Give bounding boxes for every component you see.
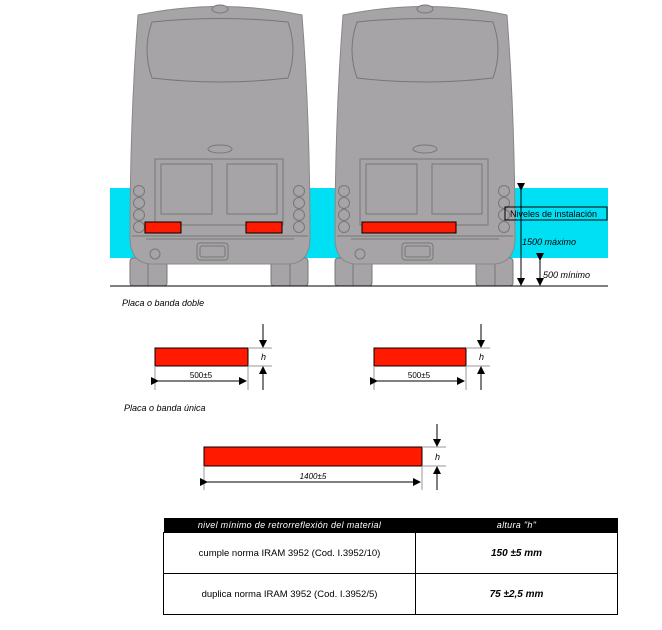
table-cell: 75 ±2,5 mm: [415, 573, 618, 615]
double-plate-left: 500±5 h: [151, 324, 272, 390]
rear-plate-left: [144, 221, 182, 234]
table-cell: cumple norma IRAM 3952 (Cod. I.3952/10): [163, 532, 416, 574]
bus-single-plate: [334, 4, 516, 287]
table-header: altura "h": [415, 518, 618, 533]
table-cell: 150 ±5 mm: [415, 532, 618, 574]
single-plate: 1400±5 h: [200, 424, 446, 490]
rear-plate-single: [361, 221, 457, 234]
width-label: 1400±5: [300, 472, 327, 481]
width-label: 500±5: [190, 371, 213, 380]
table-header: nivel mínimo de retrorreflexión del mate…: [163, 518, 416, 533]
installation-levels-box: [504, 206, 608, 221]
height-label: h: [479, 352, 484, 362]
table-row: duplica norma IRAM 3952 (Cod. I.3952/5) …: [163, 573, 618, 615]
height-label: h: [261, 352, 266, 362]
max-height-label: 1500 máximo: [522, 237, 576, 247]
min-height-label: 500 mínimo: [543, 270, 590, 280]
table-cell: duplica norma IRAM 3952 (Cod. I.3952/5): [163, 573, 416, 615]
double-plate-title: Placa o banda doble: [122, 298, 204, 308]
table-row: cumple norma IRAM 3952 (Cod. I.3952/10) …: [163, 532, 618, 574]
bus-double-plate: [129, 4, 311, 287]
rear-plate-right: [245, 221, 283, 234]
width-label: 500±5: [408, 371, 431, 380]
height-label: h: [435, 452, 440, 462]
single-plate-title: Placa o banda única: [124, 403, 206, 413]
installation-levels-label: Niveles de instalación: [510, 209, 597, 219]
retroreflection-table: nivel mínimo de retrorreflexión del mate…: [163, 518, 618, 615]
double-plate-right: 500±5 h: [370, 324, 490, 390]
